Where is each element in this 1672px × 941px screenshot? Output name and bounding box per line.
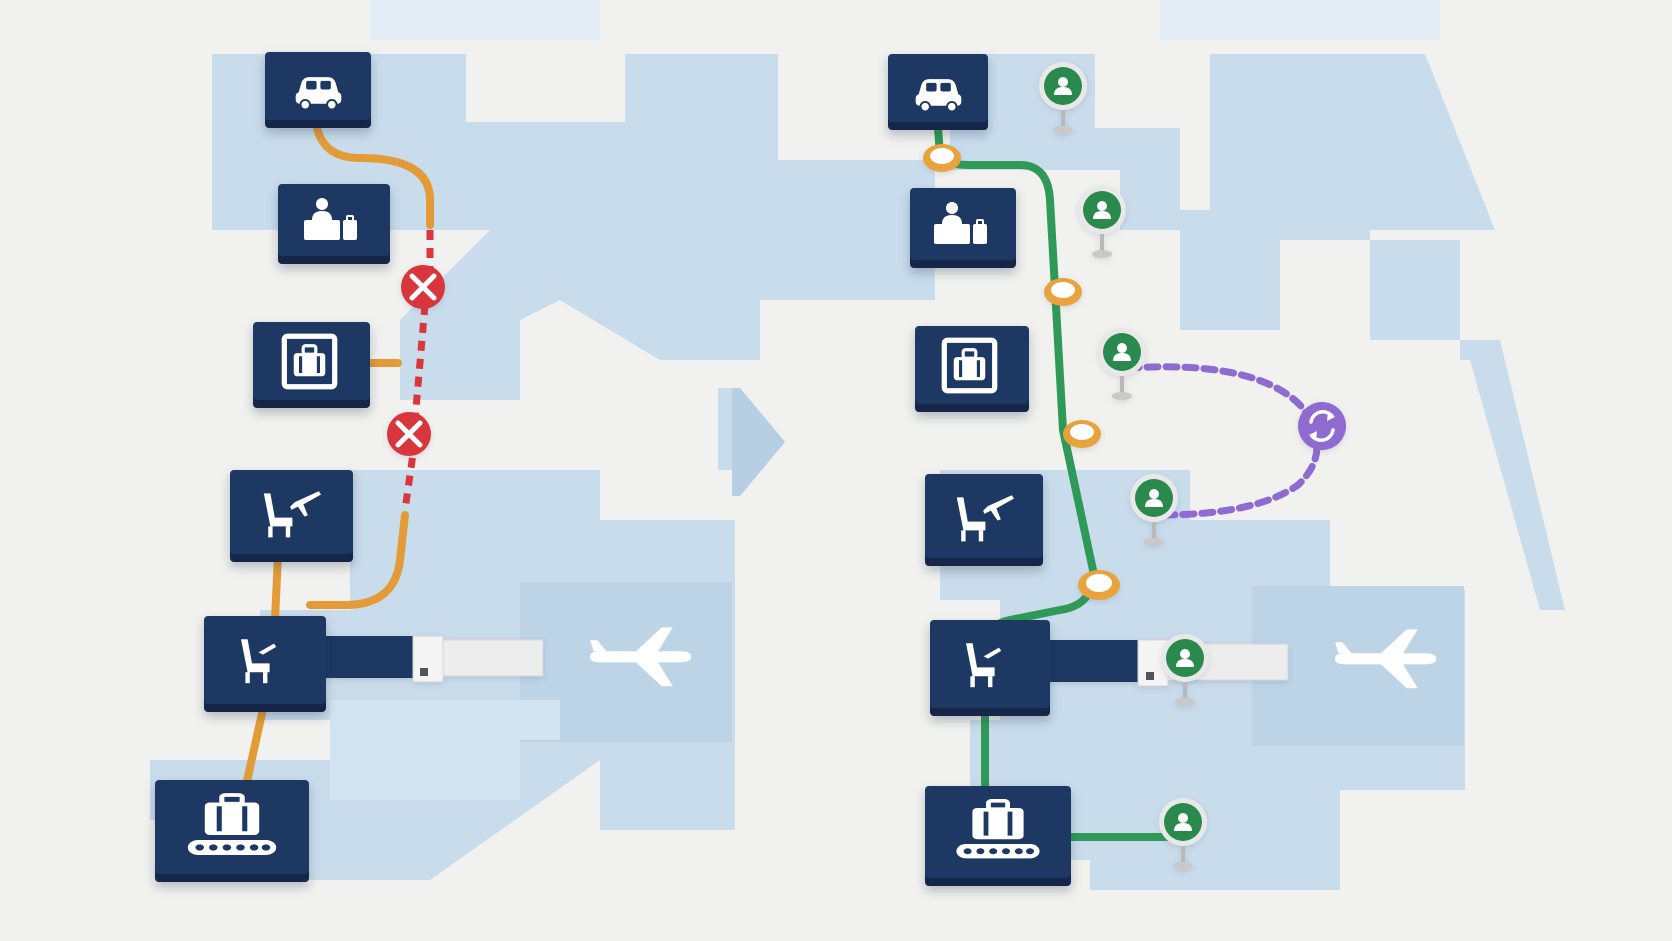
staff-marker [1078, 186, 1126, 258]
staff-marker [1161, 634, 1209, 706]
reroute-loop-marker [1298, 402, 1346, 450]
path-node [1044, 278, 1082, 306]
staff-marker [1098, 328, 1146, 400]
station-check-in-before [278, 184, 390, 264]
blocked-point [401, 265, 445, 309]
station-parking-after [888, 54, 988, 130]
jet-bridge-after [1040, 639, 1289, 687]
staff-marker [1130, 474, 1178, 546]
jet-bridge-before [315, 635, 544, 683]
station-baggage-after [925, 786, 1071, 886]
path-node [1078, 570, 1120, 600]
x-icon [409, 273, 437, 301]
station-gate-after [930, 620, 1050, 716]
station-security-before [253, 322, 370, 408]
station-baggage-before [155, 780, 309, 882]
path-node [923, 144, 961, 172]
station-check-in-after [910, 188, 1016, 268]
staff-marker [1159, 798, 1207, 870]
blocked-point [387, 412, 431, 456]
x-icon [395, 420, 423, 448]
floor-plan-before [150, 0, 935, 880]
staff-marker [1039, 62, 1087, 134]
station-lounge-after [925, 474, 1043, 566]
transition-arrow [718, 388, 785, 496]
station-gate-before [204, 616, 326, 712]
station-parking-before [265, 52, 371, 128]
station-lounge-before [230, 470, 353, 562]
path-node [1063, 420, 1101, 448]
station-security-after [915, 326, 1029, 412]
